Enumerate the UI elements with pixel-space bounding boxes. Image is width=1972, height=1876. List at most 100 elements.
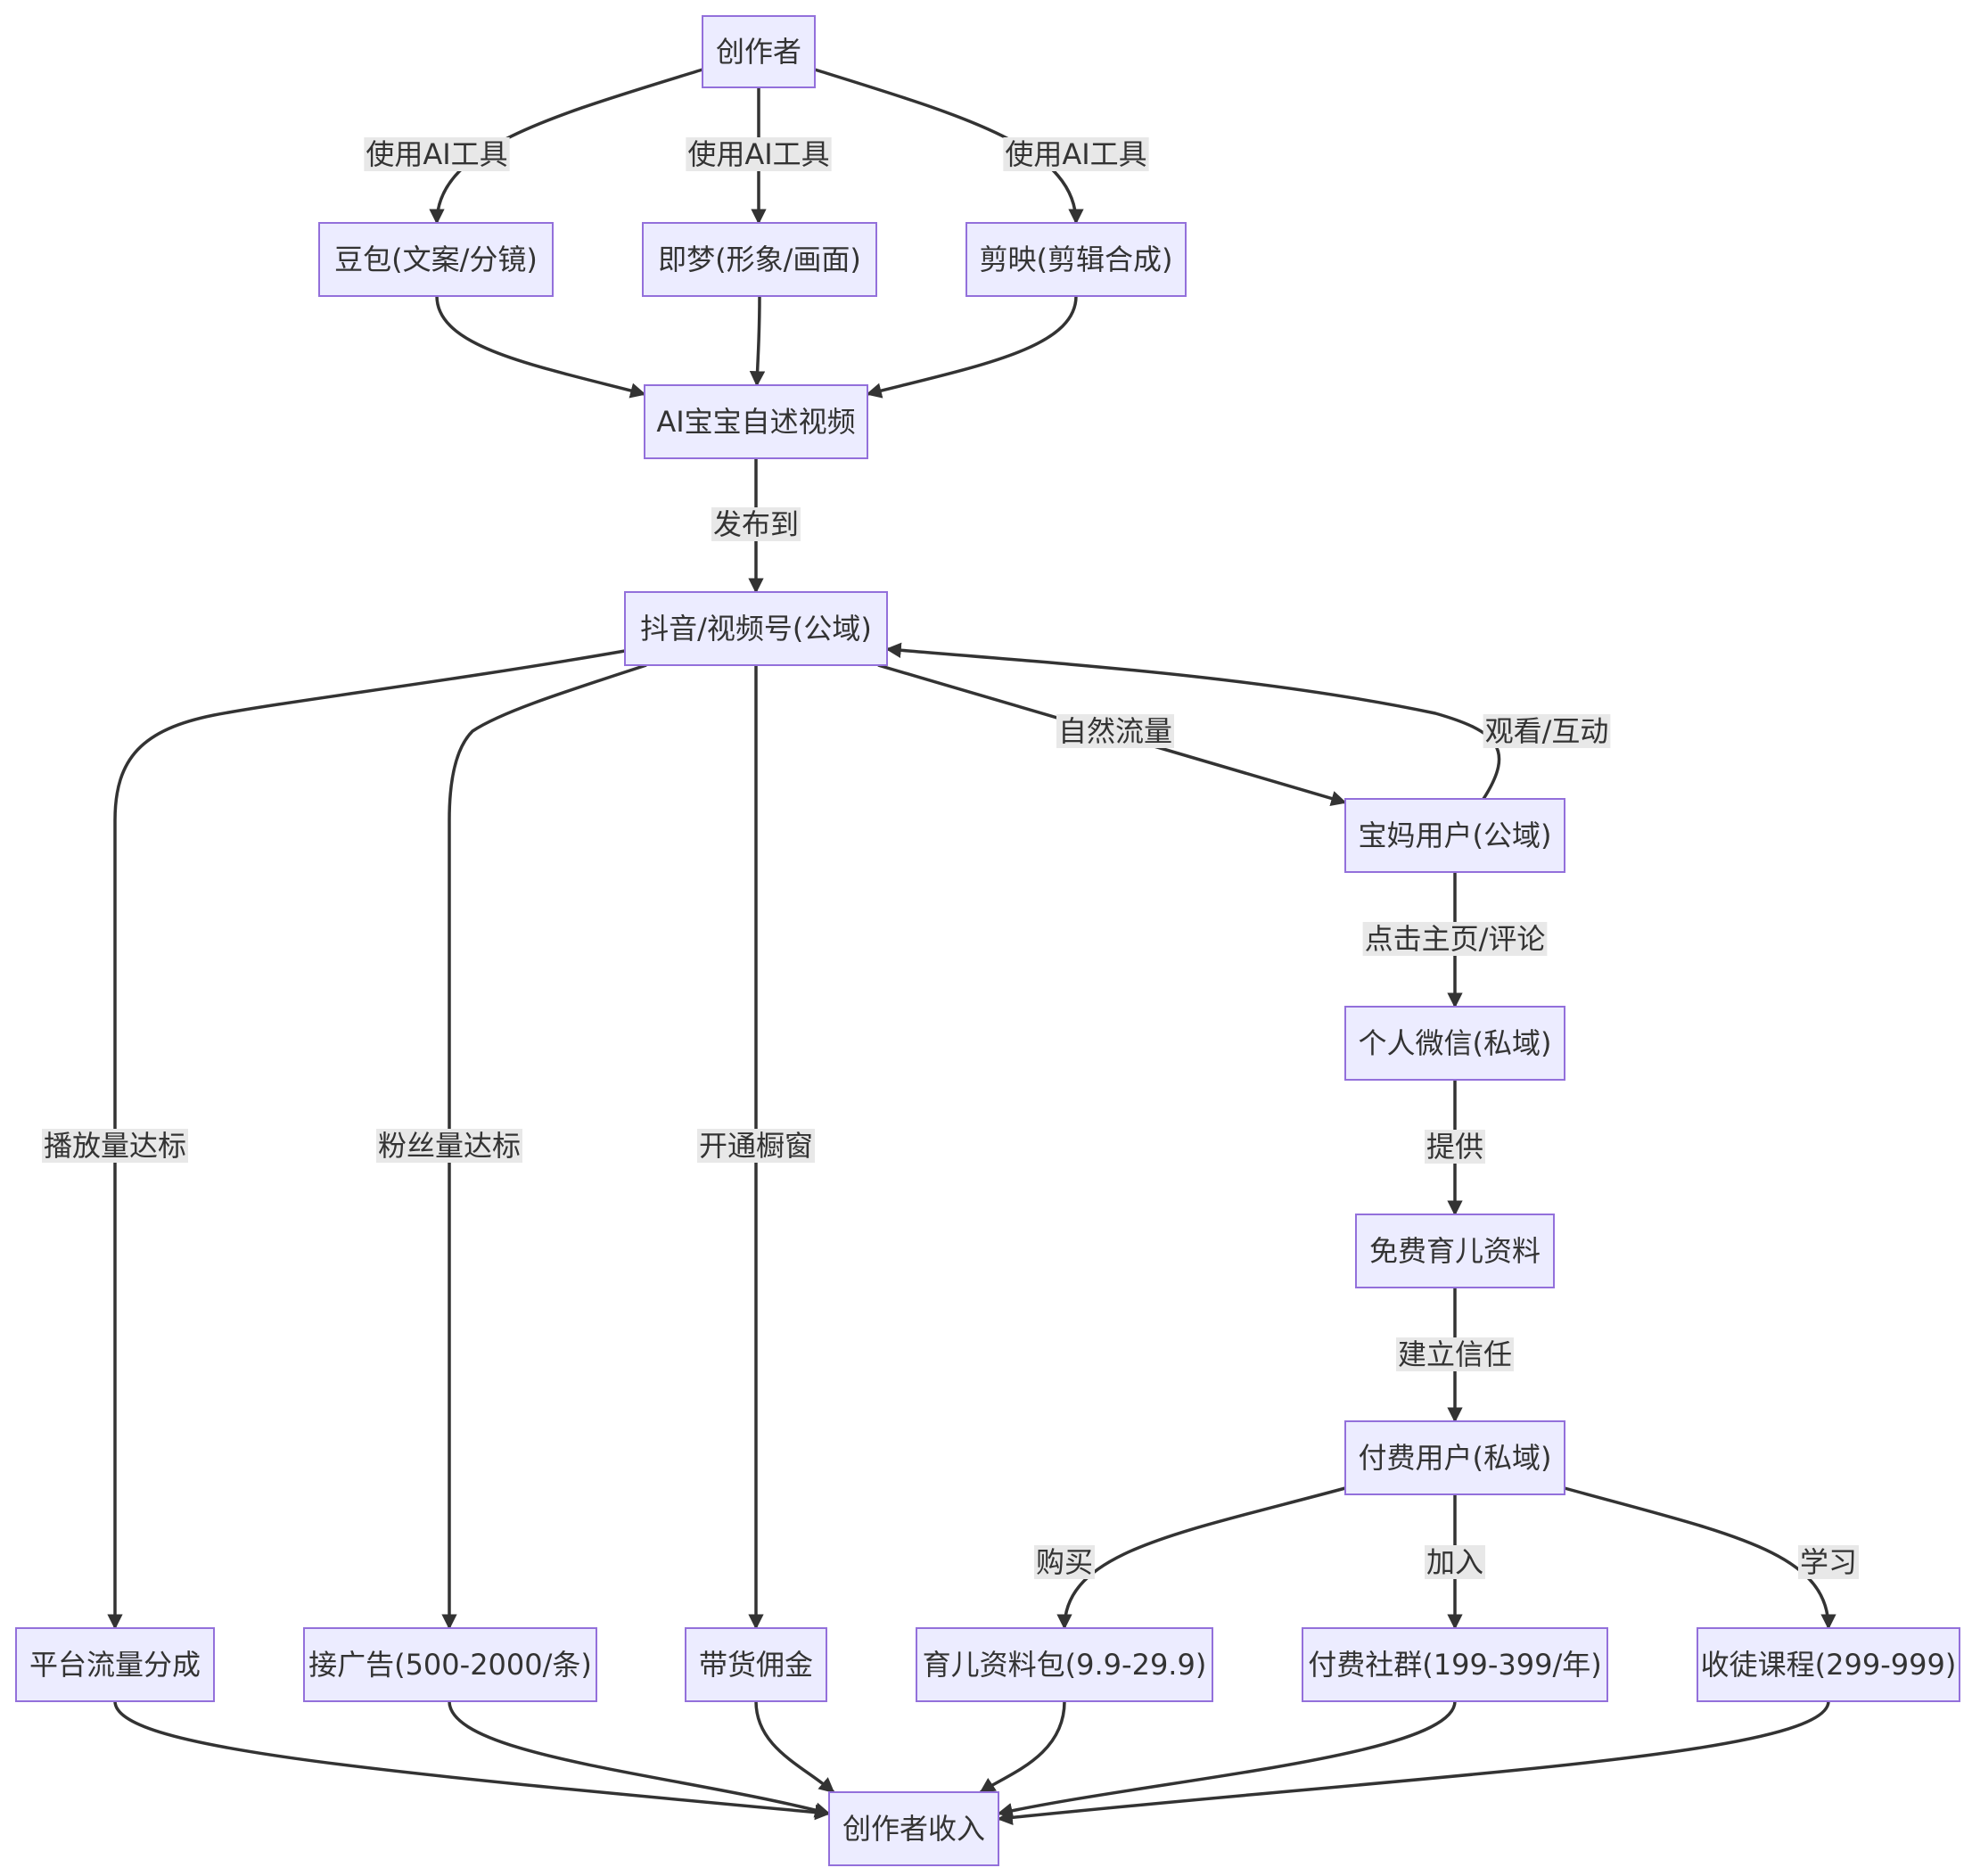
- edge-label-text: 自然流量: [1058, 714, 1172, 748]
- edges-layer: [107, 68, 1836, 1826]
- node-box: [642, 222, 877, 297]
- node-jimeng: 即梦(形象/画面): [642, 222, 877, 297]
- edge-paid_users-to-course: [1564, 1486, 1836, 1630]
- edge-course-to-income: [997, 1700, 1830, 1826]
- edge-label-background: [364, 137, 510, 171]
- node-label: 付费用户(私域): [1359, 1441, 1552, 1475]
- edge-label-background: [1424, 1545, 1486, 1579]
- edge-label-ai_video-to-douyin: 发布到: [711, 507, 801, 541]
- node-douyin: 抖音/视频号(公域): [624, 591, 888, 666]
- edge-label-mom_users-to-wechat: 点击主页/评论: [1362, 922, 1548, 956]
- node-income: 创作者收入: [828, 1791, 999, 1866]
- node-box: [1344, 1006, 1565, 1081]
- edge-label-text: 开通橱窗: [699, 1129, 813, 1163]
- node-label: 平台流量分成: [29, 1648, 201, 1682]
- edge-label-paid_users-to-material_pack: 购买: [1033, 1545, 1096, 1579]
- edge-commission-to-income: [754, 1700, 835, 1794]
- edge-doubao-to-ai_video: [435, 295, 646, 399]
- edge-label-text: 学习: [1800, 1545, 1857, 1579]
- edge-ads-to-income: [448, 1700, 831, 1818]
- edge-label-douyin-to-mom_users: 自然流量: [1056, 714, 1175, 748]
- node-box: [1302, 1627, 1608, 1702]
- edge-label-background: [1797, 1545, 1860, 1579]
- edge-label-text: 观看/互动: [1485, 714, 1609, 748]
- edge-material_pack-to-income: [979, 1700, 1066, 1794]
- node-label: 宝妈用户(公域): [1359, 819, 1552, 852]
- edge-mom_users-to-douyin: [885, 642, 1501, 800]
- edge-label-douyin-to-traffic_share: 播放量达标: [41, 1129, 189, 1163]
- node-ai_video: AI宝宝自述视频: [644, 384, 868, 459]
- node-label: 带货佣金: [699, 1648, 813, 1682]
- node-commission: 带货佣金: [685, 1627, 827, 1702]
- node-box: [702, 15, 816, 88]
- node-creator: 创作者: [702, 15, 816, 88]
- edge-label-paid_users-to-paid_group: 加入: [1424, 1545, 1486, 1579]
- edge-douyin-to-ads: [441, 663, 647, 1630]
- node-label: 育儿资料包(9.9-29.9): [923, 1648, 1207, 1682]
- node-label: 豆包(文案/分镜): [334, 243, 538, 276]
- edge-creator-to-doubao: [429, 68, 703, 225]
- node-label: 创作者收入: [842, 1812, 985, 1846]
- node-traffic_share: 平台流量分成: [15, 1627, 215, 1702]
- node-course: 收徒课程(299-999): [1697, 1627, 1960, 1702]
- edge-label-free_material-to-paid_users: 建立信任: [1395, 1337, 1515, 1371]
- edge-label-text: 使用AI工具: [687, 137, 829, 171]
- edge-label-mom_users-to-douyin: 观看/互动: [1483, 714, 1611, 748]
- edge-label-text: 点击主页/评论: [1365, 922, 1546, 956]
- node-label: 创作者: [716, 35, 801, 69]
- edge-creator-to-jianying: [814, 68, 1084, 225]
- edge-paid_group-to-income: [997, 1700, 1457, 1819]
- node-box: [1697, 1627, 1960, 1702]
- node-box: [828, 1791, 999, 1866]
- edge-label-text: 播放量达标: [44, 1129, 186, 1163]
- edge-label-text: 提供: [1426, 1130, 1483, 1164]
- edge-label-background: [1362, 922, 1548, 956]
- edge-label-douyin-to-ads: 粉丝量达标: [375, 1129, 523, 1163]
- node-box: [15, 1627, 215, 1702]
- node-box: [685, 1627, 827, 1702]
- edge-jimeng-to-ai_video: [749, 295, 766, 387]
- node-mom_users: 宝妈用户(公域): [1344, 798, 1565, 873]
- node-box: [624, 591, 888, 666]
- edge-label-paid_users-to-course: 学习: [1797, 1545, 1860, 1579]
- node-free_material: 免费育儿资料: [1355, 1214, 1555, 1288]
- node-box: [303, 1627, 597, 1702]
- edge-label-background: [1056, 714, 1175, 748]
- node-wechat: 个人微信(私域): [1344, 1006, 1565, 1081]
- edge-label-background: [1003, 137, 1149, 171]
- node-paid_users: 付费用户(私域): [1344, 1420, 1565, 1495]
- node-doubao: 豆包(文案/分镜): [318, 222, 554, 297]
- node-label: 抖音/视频号(公域): [640, 612, 872, 646]
- node-box: [916, 1627, 1213, 1702]
- edge-label-creator-to-jimeng: 使用AI工具: [686, 137, 832, 171]
- edge-label-text: 建立信任: [1398, 1337, 1512, 1371]
- node-material_pack: 育儿资料包(9.9-29.9): [916, 1627, 1213, 1702]
- node-label: 剪映(剪辑合成): [980, 243, 1173, 276]
- edge-jianying-to-ai_video: [866, 295, 1078, 399]
- edge-label-douyin-to-commission: 开通橱窗: [696, 1129, 816, 1163]
- edge-labels-layer: 使用AI工具使用AI工具使用AI工具发布到播放量达标粉丝量达标开通橱窗自然流量观…: [41, 137, 1860, 1579]
- node-paid_group: 付费社群(199-399/年): [1302, 1627, 1608, 1702]
- edge-label-text: 使用AI工具: [1005, 137, 1146, 171]
- edge-label-background: [41, 1129, 189, 1163]
- edge-label-background: [711, 507, 801, 541]
- node-box: [1344, 798, 1565, 873]
- edge-label-text: 发布到: [713, 507, 799, 541]
- node-label: 个人微信(私域): [1359, 1026, 1552, 1060]
- edge-label-background: [696, 1129, 816, 1163]
- node-box: [965, 222, 1187, 297]
- edge-label-wechat-to-free_material: 提供: [1424, 1130, 1486, 1164]
- edge-traffic_share-to-income: [113, 1700, 831, 1821]
- node-label: 接广告(500-2000/条): [308, 1648, 592, 1682]
- node-label: 即梦(形象/画面): [658, 243, 861, 276]
- node-ads: 接广告(500-2000/条): [303, 1627, 597, 1702]
- edge-label-text: 粉丝量达标: [378, 1129, 521, 1163]
- edge-label-text: 加入: [1426, 1545, 1483, 1579]
- node-label: 付费社群(199-399/年): [1308, 1648, 1601, 1682]
- node-label: 免费育儿资料: [1369, 1234, 1541, 1268]
- edge-label-background: [375, 1129, 523, 1163]
- edge-label-creator-to-jianying: 使用AI工具: [1003, 137, 1149, 171]
- node-jianying: 剪映(剪辑合成): [965, 222, 1187, 297]
